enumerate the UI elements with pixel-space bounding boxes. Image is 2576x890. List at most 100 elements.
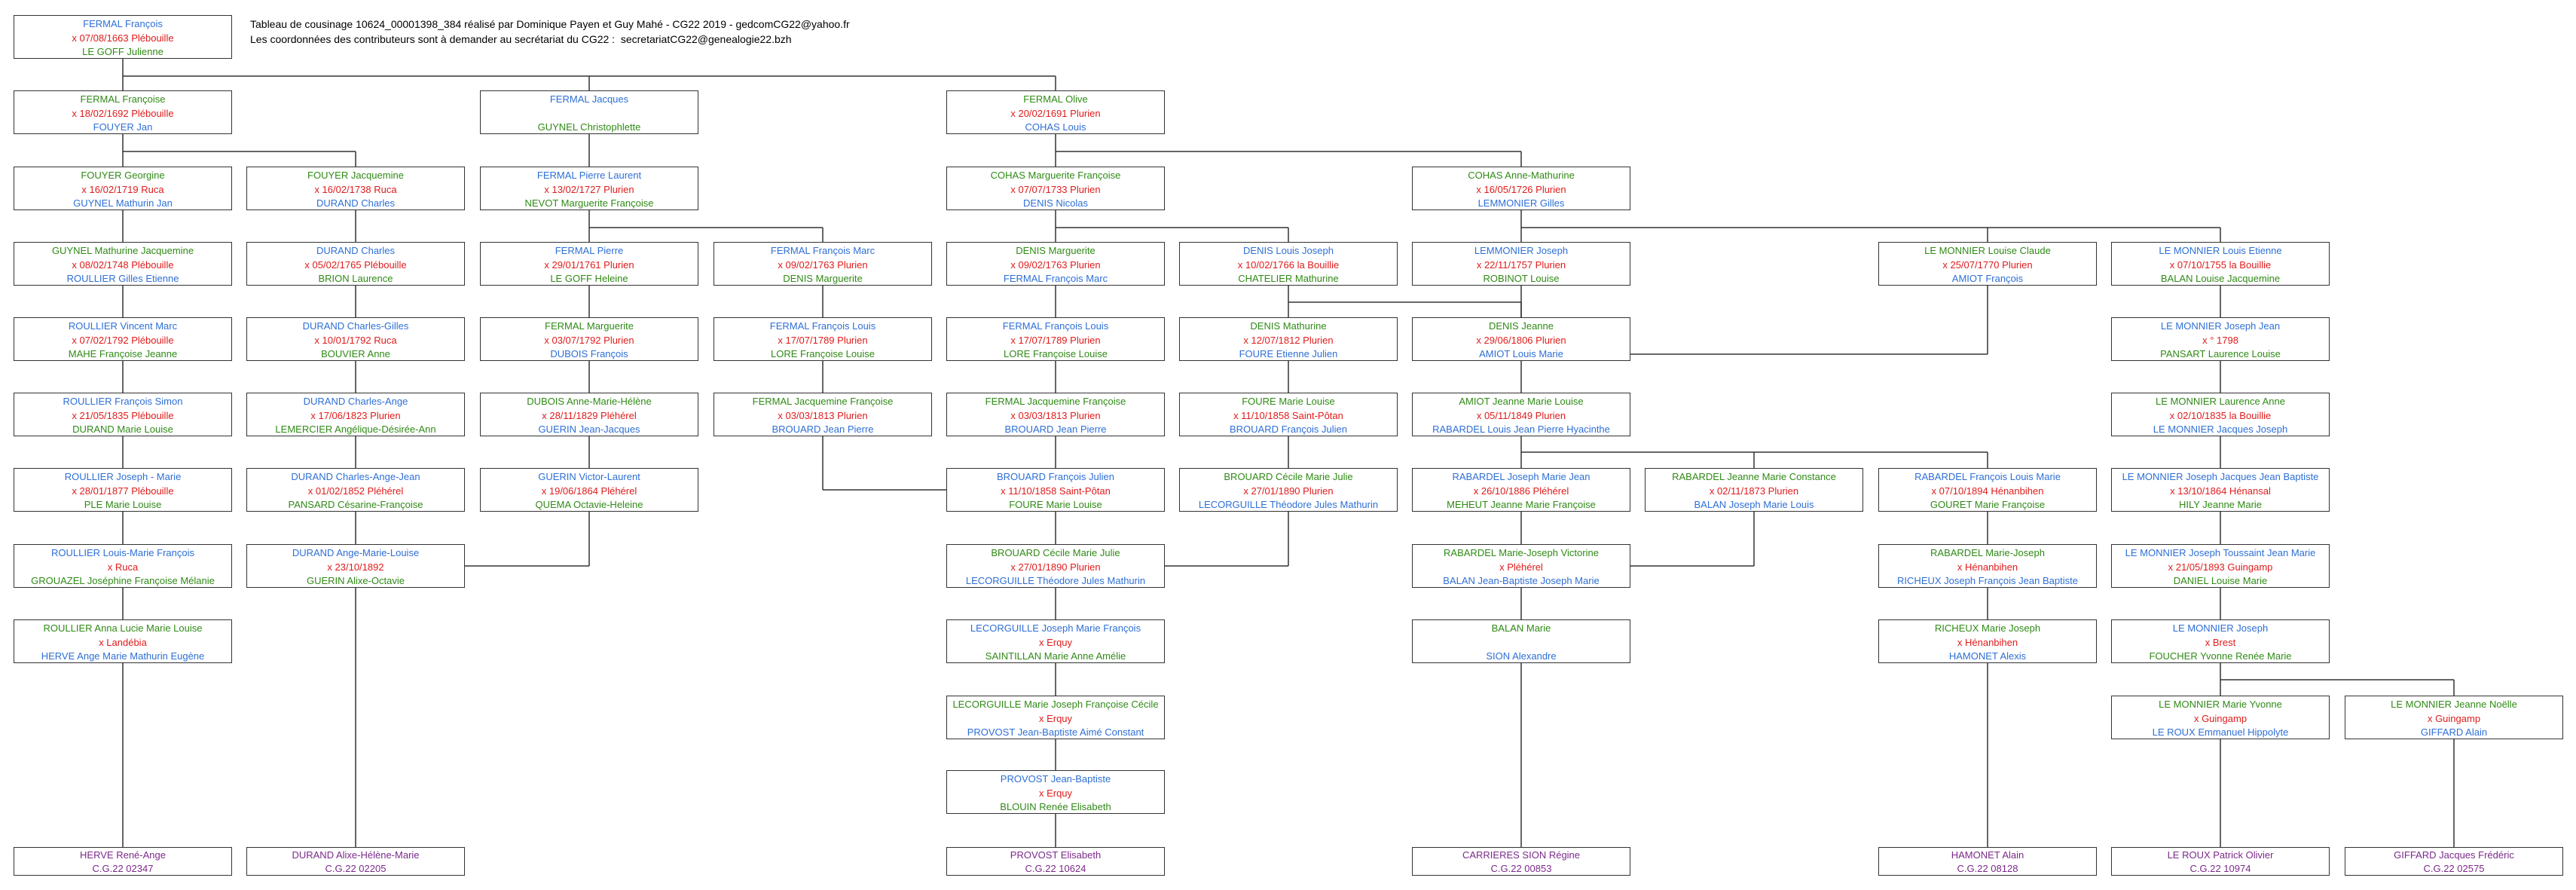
couple-box: LECORGUILLE Marie Joseph Françoise Cécil…: [946, 696, 1165, 739]
person-name: RICHEUX Marie Joseph: [1934, 622, 2041, 634]
person-name: DUBOIS Anne-Marie-Hélène: [527, 396, 652, 407]
person-name: FERMAL Pierre: [555, 245, 624, 256]
spouse-name: LE GOFF Julienne: [82, 46, 163, 57]
person-name: HAMONET Alain: [1951, 849, 2024, 861]
person-name: ROULLIER Anna Lucie Marie Louise: [43, 622, 203, 634]
person-name: DURAND Ange-Marie-Louise: [292, 547, 420, 558]
person-name: PROVOST Jean-Baptiste: [1000, 773, 1111, 784]
marriage-line: x 16/02/1719 Ruca: [81, 184, 164, 195]
spouse-name: DURAND Charles: [316, 197, 396, 209]
spouse-name: DENIS Nicolas: [1023, 197, 1088, 209]
marriage-line: x 18/02/1692 Plébouille: [72, 108, 174, 119]
person-name: LE MONNIER Marie Yvonne: [2159, 699, 2282, 710]
marriage-line: x 05/11/1849 Plurien: [1476, 410, 1566, 421]
marriage-line: x 01/02/1852 Pléhérel: [307, 485, 404, 497]
marriage-line: x Ruca: [107, 561, 139, 573]
spouse-name: DANIEL Louise Marie: [2173, 575, 2268, 586]
marriage-line: x 07/10/1894 Hénanbihen: [1931, 485, 2044, 497]
marriage-line: x Erquy: [1038, 788, 1073, 799]
spouse-name: ROULLIER Gilles Etienne: [66, 273, 179, 284]
couple-box: FERMAL Jacquemine Françoise x 03/03/1813 …: [714, 393, 932, 436]
marriage-line: x 05/02/1765 Plébouille: [304, 259, 407, 271]
marriage-line: x Landébia: [99, 637, 147, 648]
spouse-name: C.G.22 00853: [1490, 863, 1552, 874]
spouse-name: GROUAZEL Joséphine Françoise Mélanie: [31, 575, 215, 586]
spouse-name: NEVOT Marguerite Françoise: [524, 197, 654, 209]
spouse-name: HAMONET Alexis: [1948, 650, 2027, 662]
person-name: BROUARD Cécile Marie Julie: [1224, 471, 1353, 482]
person-name: DURAND Alixe-Hélène-Marie: [292, 849, 420, 861]
spouse-name: BROUARD Jean Pierre: [772, 424, 874, 435]
spouse-name: PANSART Laurence Louise: [2160, 348, 2281, 359]
marriage-line: x 13/02/1727 Plurien: [544, 184, 634, 195]
person-name: GUYNEL Mathurine Jacquemine: [51, 245, 194, 256]
spouse-name: GIFFARD Alain: [2420, 726, 2488, 738]
marriage-line: x Hénanbihen: [1957, 637, 2018, 648]
person-name: LE MONNIER Louis Etienne: [2159, 245, 2282, 256]
marriage-line: x 07/07/1733 Plurien: [1010, 184, 1101, 195]
marriage-line: x 10/01/1792 Ruca: [314, 335, 397, 346]
marriage-line: x 28/11/1829 Pléhérel: [542, 410, 637, 421]
spouse-name: LECORGUILLE Théodore Jules Mathurin: [1198, 499, 1379, 510]
marriage-line: x 03/03/1813 Plurien: [778, 410, 868, 421]
marriage-line: x 23/10/1892: [327, 561, 384, 573]
spouse-name: GUERIN Alixe-Octavie: [306, 575, 405, 586]
spouse-name: PROVOST Jean-Baptiste Aimé Constant: [967, 726, 1144, 738]
person-name: DURAND Charles-Gilles: [302, 320, 409, 332]
spouse-name: MEHEUT Jeanne Marie Françoise: [1447, 499, 1596, 510]
marriage-line: x 12/07/1812 Plurien: [1243, 335, 1334, 346]
person-name: RABARDEL François Louis Marie: [1914, 471, 2061, 482]
person-name: FOUYER Georgine: [81, 170, 165, 181]
spouse-name: BLOUIN Renée Elisabeth: [1000, 801, 1111, 812]
spouse-name: LEMMONIER Gilles: [1477, 197, 1565, 209]
person-name: FERMAL Jacquemine Françoise: [752, 396, 894, 407]
spouse-name: DUBOIS François: [550, 348, 628, 359]
person-name: ROULLIER Louis-Marie François: [50, 547, 194, 558]
marriage-line: x 21/05/1893 Guingamp: [2168, 561, 2273, 573]
spouse-name: BOUVIER Anne: [321, 348, 390, 359]
person-name: PROVOST Elisabeth: [1010, 849, 1102, 861]
spouse-name: BROUARD Jean Pierre: [1004, 424, 1107, 435]
person-name: RABARDEL Joseph Marie Jean: [1452, 471, 1591, 482]
marriage-line: x 13/10/1864 Hénansal: [2170, 485, 2271, 497]
person-name: LE MONNIER Joseph Toussaint Jean Marie: [2125, 547, 2316, 558]
person-name: GIFFARD Jacques Frédéric: [2394, 849, 2514, 861]
spouse-name: RICHEUX Joseph François Jean Baptiste: [1897, 575, 2078, 586]
person-name: HERVE René-Ange: [80, 849, 166, 861]
marriage-line: x Guingamp: [2427, 713, 2481, 724]
spouse-name: AMIOT François: [1951, 273, 2024, 284]
person-name: BROUARD François Julien: [996, 471, 1115, 482]
marriage-line: x 22/11/1757 Plurien: [1476, 259, 1566, 271]
person-name: DENIS Mathurine: [1250, 320, 1327, 332]
marriage-line: x 17/07/1789 Plurien: [1010, 335, 1101, 346]
marriage-line: x 07/02/1792 Plébouille: [72, 335, 174, 346]
spouse-name: LORE Françoise Louise: [770, 348, 875, 359]
spouse-name: ROBINOT Louise: [1483, 273, 1560, 284]
spouse-name: GOURET Marie Françoise: [1930, 499, 2046, 510]
spouse-name: C.G.22 02347: [92, 863, 154, 874]
person-name: LE ROUX Patrick Olivier: [2167, 849, 2274, 861]
